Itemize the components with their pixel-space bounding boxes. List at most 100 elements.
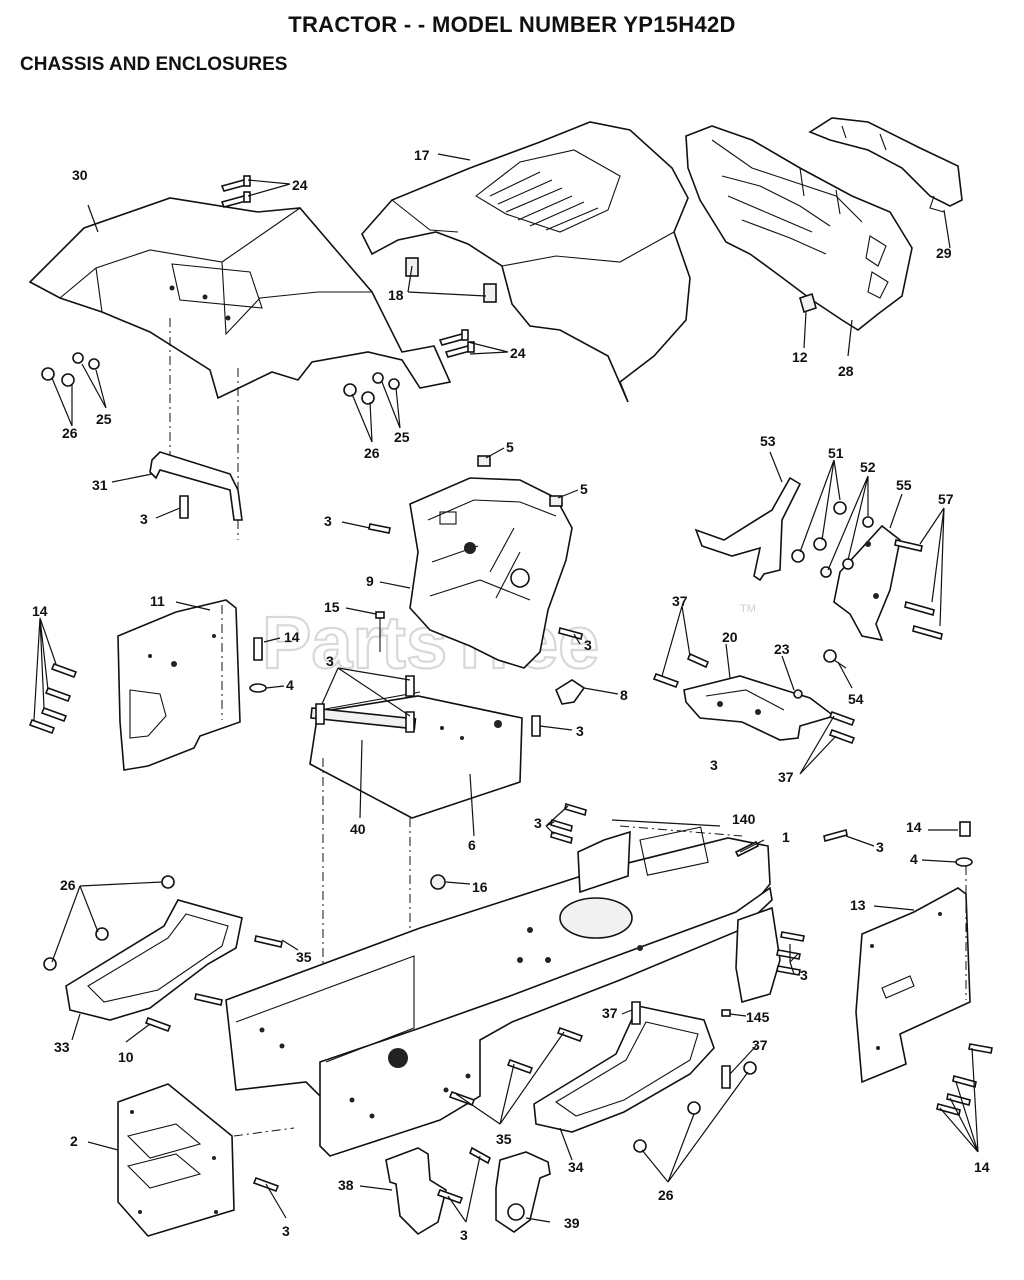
part-12-clip[interactable] [799, 292, 817, 314]
part-37-bolts-lower[interactable] [631, 1001, 731, 1089]
part-57-bolts[interactable] [894, 539, 943, 641]
callout-37-lower: 37 [752, 1037, 768, 1053]
callout-10: 10 [118, 1049, 134, 1065]
callout-35-left: 35 [296, 949, 312, 965]
callout-16: 16 [472, 879, 488, 895]
part-14-screws-right[interactable] [936, 1043, 993, 1116]
part-26-nuts-footrest-right[interactable] [633, 1061, 757, 1153]
part-13-side-panel[interactable] [855, 887, 971, 1084]
callout-51: 51 [828, 445, 844, 461]
part-10-bolt[interactable] [144, 1016, 172, 1033]
callout-33: 33 [54, 1039, 70, 1055]
part-9-console[interactable] [409, 477, 573, 669]
callout-8: 8 [620, 687, 628, 703]
part-145-spacer[interactable] [721, 1009, 731, 1017]
callout-39: 39 [564, 1215, 580, 1231]
part-30-fender[interactable] [28, 197, 452, 400]
callout-30: 30 [72, 167, 88, 183]
part-16-nut[interactable] [430, 874, 446, 890]
callout-26-footrest-right: 26 [658, 1187, 674, 1203]
callout-53: 53 [760, 433, 776, 449]
callout-5-a: 5 [506, 439, 514, 455]
callout-26-right: 26 [364, 445, 380, 461]
callout-labels: 30 24 17 18 29 12 28 24 25 26 25 26 5 5 … [32, 147, 990, 1243]
callout-3-g: 3 [534, 815, 542, 831]
callout-14-left: 14 [32, 603, 48, 619]
part-33-footrest[interactable] [65, 899, 243, 1021]
part-2-plate[interactable] [117, 1083, 235, 1237]
callout-15: 15 [324, 599, 340, 615]
callout-38: 38 [338, 1177, 354, 1193]
part-20-bracket[interactable] [683, 675, 836, 741]
callout-37-upper: 37 [672, 593, 688, 609]
part-6-plate[interactable] [309, 691, 523, 819]
part-28-grille[interactable] [685, 125, 913, 331]
callout-145: 145 [746, 1009, 770, 1025]
callout-24: 24 [292, 177, 308, 193]
callout-3-d: 3 [326, 653, 334, 669]
part-51-52-hardware[interactable] [791, 501, 874, 578]
part-25-26-hardware-right[interactable] [343, 372, 400, 405]
part-37-bolts-upper[interactable] [652, 652, 856, 745]
callout-25-left: 25 [96, 411, 112, 427]
callout-17: 17 [414, 147, 430, 163]
part-5-grommets[interactable] [477, 455, 563, 507]
part-14-bolt-right[interactable] [955, 821, 973, 867]
callout-3-a: 3 [140, 511, 148, 527]
part-17-hood[interactable] [361, 121, 691, 403]
part-55-plate[interactable] [833, 524, 901, 642]
callout-3-i: 3 [800, 967, 808, 983]
part-34-footrest[interactable] [533, 1005, 715, 1133]
callout-3-e: 3 [576, 723, 584, 739]
part-11-side-panel[interactable] [117, 599, 241, 771]
leader-lines [33, 153, 979, 1223]
callout-18: 18 [388, 287, 404, 303]
callout-28: 28 [838, 363, 854, 379]
callout-26-left: 26 [62, 425, 78, 441]
callout-3-c: 3 [584, 637, 592, 653]
part-24-screws-lower[interactable] [438, 329, 475, 358]
callout-55: 55 [896, 477, 912, 493]
callout-40: 40 [350, 821, 366, 837]
callout-3-k: 3 [282, 1223, 290, 1239]
part-14-bolt-center[interactable] [249, 637, 267, 693]
callout-37-center: 37 [602, 1005, 618, 1021]
callout-35-right: 35 [496, 1131, 512, 1147]
part-35-bolts-left[interactable] [194, 935, 283, 1006]
section-title: CHASSIS AND ENCLOSURES [20, 54, 288, 75]
callout-25-right: 25 [394, 429, 410, 445]
part-15-pin[interactable] [375, 611, 385, 652]
callout-37-right: 37 [778, 769, 794, 785]
part-31-bracket[interactable] [149, 451, 243, 521]
callout-6: 6 [468, 837, 476, 853]
part-frame-brace-right[interactable] [735, 906, 781, 1004]
callout-4-right: 4 [910, 851, 918, 867]
part-3-screws-plate[interactable] [315, 675, 541, 737]
callout-3-b: 3 [324, 513, 332, 529]
callout-24-lower: 24 [510, 345, 526, 361]
part-3-screws-bottom[interactable] [436, 1146, 492, 1205]
part-39-bracket[interactable] [495, 1151, 551, 1233]
callout-31: 31 [92, 477, 108, 493]
callout-3-j: 3 [460, 1227, 468, 1243]
callout-20: 20 [722, 629, 738, 645]
part-23-nut[interactable] [793, 689, 803, 699]
part-14-screws-left[interactable] [28, 662, 78, 735]
part-38-bracket[interactable] [385, 1147, 447, 1236]
part-3-screw-a[interactable] [179, 495, 189, 519]
part-25-26-hardware-left[interactable] [41, 352, 100, 387]
part-53-bracket[interactable] [694, 476, 802, 582]
callout-9: 9 [366, 573, 374, 589]
callout-11: 11 [150, 593, 165, 609]
part-1-frame[interactable] [225, 826, 773, 1157]
part-29-trim[interactable] [808, 117, 963, 213]
callout-23: 23 [774, 641, 790, 657]
callout-14-center: 14 [284, 629, 300, 645]
watermark-trademark: TM [740, 603, 756, 615]
callout-4-center: 4 [286, 677, 294, 693]
part-24-screws[interactable] [220, 175, 251, 208]
part-8-clip[interactable] [554, 679, 586, 705]
page-title: TRACTOR - - MODEL NUMBER YP15H42D [288, 12, 736, 37]
callout-52: 52 [860, 459, 876, 475]
part-54-screw[interactable] [823, 649, 847, 669]
